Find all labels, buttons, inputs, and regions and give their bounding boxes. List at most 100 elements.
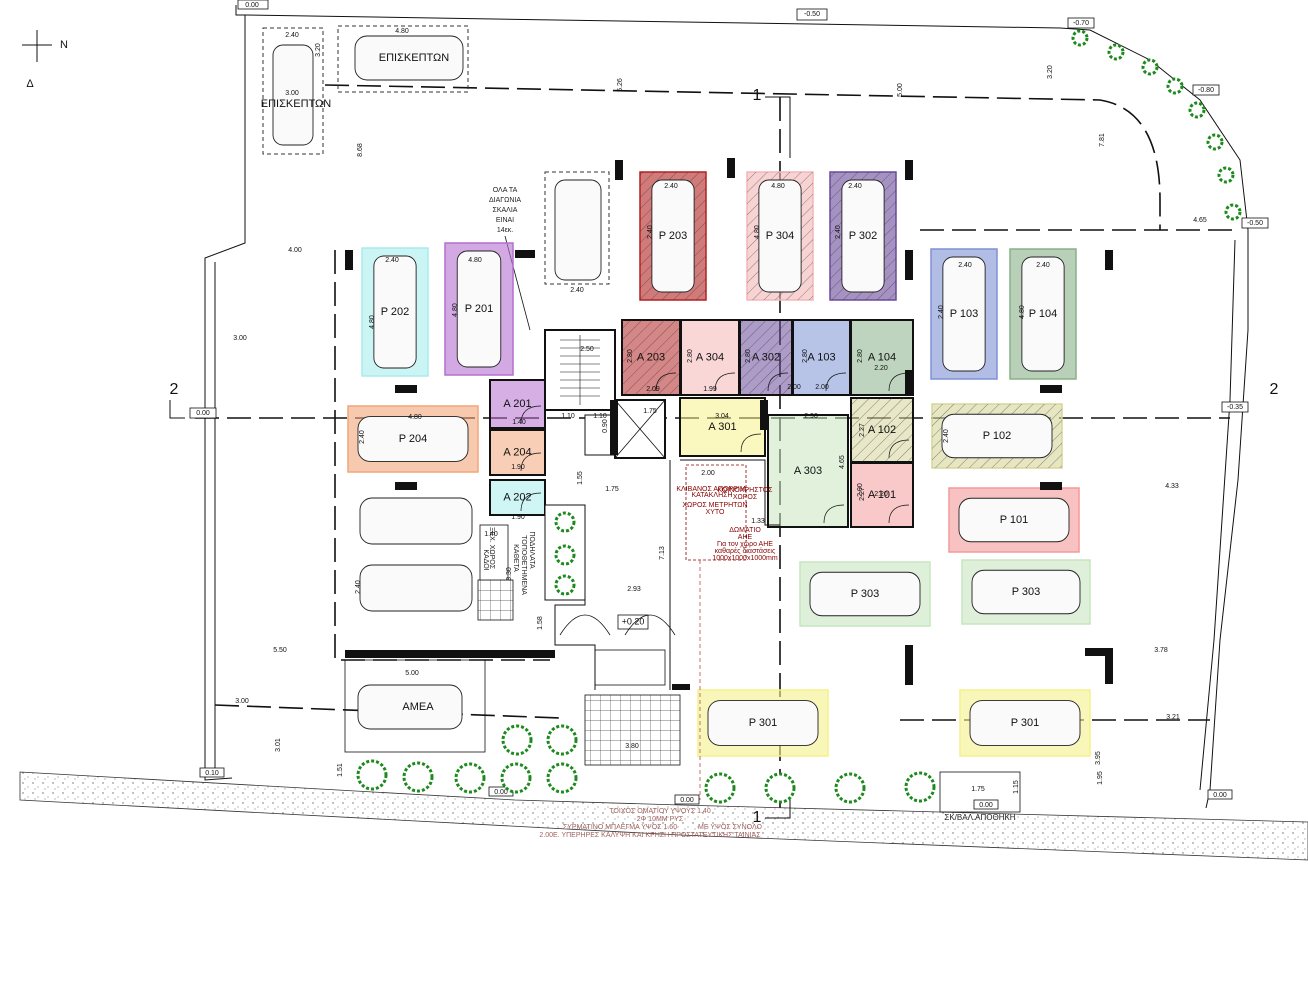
dimension-label: 2.20 <box>874 491 888 498</box>
tree-icon <box>1188 101 1206 119</box>
dimension-label: 2.80 <box>857 349 864 363</box>
dimension-label: 2.40 <box>664 183 678 190</box>
dimension-label: 2.93 <box>627 586 641 593</box>
car-icon <box>809 571 921 617</box>
service-rooms: ΚΛΙΒΑΝΟΣ ΑΠΟΡΡΙΜ. ΚΑΤΑΚΛΗΣΗ ΚΟΙΝΟΧΡΗΣΤΟΣ… <box>676 459 780 800</box>
dimension-label: 1.55 <box>577 471 584 485</box>
dimension-label: 3.00 <box>233 335 247 342</box>
tree-icon <box>764 772 796 804</box>
car-icon <box>969 700 1081 746</box>
parking-space: P 303 <box>961 559 1091 625</box>
dimension-label: 3.30 <box>506 567 513 581</box>
car-icon <box>971 569 1081 615</box>
dimension-label: 2.40 <box>835 225 842 239</box>
dimension-label: 2.40 <box>943 429 950 443</box>
svg-text:ΕΙΝΑΙ: ΕΙΝΑΙ <box>496 217 514 224</box>
svg-text:-0.50: -0.50 <box>1247 220 1263 227</box>
svg-text:ΜΕ ΥΨΟΣ ΣΥΝΟΛΟ: ΜΕ ΥΨΟΣ ΣΥΝΟΛΟ <box>698 824 762 831</box>
svg-text:ΚΟΙΝΟΧΡΗΣΤΟΣ: ΚΟΙΝΟΧΡΗΣΤΟΣ <box>718 487 774 494</box>
parking-label: P 102 <box>983 430 1012 442</box>
parking-label: P 203 <box>659 230 688 242</box>
car-icon <box>958 497 1070 543</box>
svg-text:ΞΕΧ. ΧΩΡΟΣ: ΞΕΧ. ΧΩΡΟΣ <box>488 527 495 570</box>
storage-label: A 204 <box>503 446 531 458</box>
svg-text:0.00: 0.00 <box>680 797 694 804</box>
tree-icon <box>1217 166 1235 184</box>
dimension-label: 1.90 <box>511 464 525 471</box>
svg-text:0.10: 0.10 <box>205 770 219 777</box>
parking-label: P 301 <box>749 717 778 729</box>
svg-text:ΧΩΡΟΣ ΜΕΤΡΗΤΩΝ: ΧΩΡΟΣ ΜΕΤΡΗΤΩΝ <box>682 502 747 509</box>
dimension-label: 4.80 <box>771 183 785 190</box>
car-icon <box>272 44 314 146</box>
car-icon <box>357 416 469 462</box>
dimension-label: 4.00 <box>288 247 302 254</box>
dimension-label: 2.27 <box>859 423 866 437</box>
dimension-label: 1.99 <box>703 386 717 393</box>
svg-text:2.00Ε. ΥΠΕΡΗΡΕΣ ΚΑΛΥΨΗ ΚΑΙ ΚΡΗ: 2.00Ε. ΥΠΕΡΗΡΕΣ ΚΑΛΥΨΗ ΚΑΙ ΚΡΗΣΗ ΠΡΟΣΤΑΤ… <box>539 832 761 839</box>
storage-label: A 301 <box>708 421 736 433</box>
disabled-parking: ΑΜΕΑ <box>344 659 486 753</box>
dimension-label: 5.00 <box>897 83 904 97</box>
bush-icon <box>554 544 576 566</box>
car-icon <box>359 497 473 545</box>
level-tag: -0.35 <box>1221 401 1249 413</box>
car-icon <box>373 255 417 369</box>
level-tag: 0.00 <box>1207 789 1233 800</box>
gas-storage: ΣΚ/ΒΑΛ.ΑΠΟΘΗΚΗ <box>939 771 1021 822</box>
visitor-label: ΕΠΙΣΚΕΠΤΩΝ <box>379 52 449 64</box>
svg-text:-0.35: -0.35 <box>1227 404 1243 411</box>
level-tag: 0.00 <box>973 799 999 810</box>
parking-label: P 202 <box>381 306 410 318</box>
parking-space: P 103 <box>930 248 998 380</box>
dimension-label: 4.65 <box>1193 217 1207 224</box>
dimension-label: 2.40 <box>938 305 945 319</box>
dimension-label: 3.20 <box>315 43 322 57</box>
level-markers: 0.00 -0.50 -0.70 -0.80 -0.50 0.00 -0.35 <box>189 0 1269 810</box>
compass-north-label: N <box>60 39 68 51</box>
storage-room: A 201 <box>489 379 546 429</box>
storage-room: A 101 <box>850 462 914 528</box>
tree-icon <box>904 771 936 803</box>
parking-space <box>359 497 473 612</box>
dimension-label: 1.51 <box>337 763 344 777</box>
svg-text:-0.70: -0.70 <box>1073 20 1089 27</box>
svg-text:-0.80: -0.80 <box>1198 87 1214 94</box>
dimension-label: 2.40 <box>958 262 972 269</box>
car-icon <box>651 179 695 293</box>
svg-text:ΟΛΑ ΤΑ: ΟΛΑ ΤΑ <box>493 187 518 194</box>
dimension-label: 4.80 <box>408 414 422 421</box>
dimension-label: 2.40 <box>359 430 366 444</box>
storage-room: A 103 <box>792 319 851 396</box>
svg-text:0.00: 0.00 <box>979 802 993 809</box>
svg-text:0.00: 0.00 <box>1213 792 1227 799</box>
dimension-label: 2.40 <box>285 32 299 39</box>
parking-label: P 303 <box>851 588 880 600</box>
parking-space: P 203 <box>639 171 707 301</box>
dimension-label: 5.50 <box>273 647 287 654</box>
dimension-label: 3.00 <box>285 90 299 97</box>
tree-icon <box>1224 203 1242 221</box>
storage-label: A 101 <box>868 489 896 501</box>
svg-text:ΧΩΡΟΣ: ΧΩΡΟΣ <box>733 494 758 501</box>
car-icon <box>942 256 986 372</box>
svg-text:ΚΑΘΕΤΑ: ΚΑΘΕΤΑ <box>512 544 519 572</box>
car-icon <box>841 179 885 293</box>
storage-label: A 103 <box>807 351 835 363</box>
parking-space <box>544 171 610 285</box>
dimension-label: 2.00 <box>815 384 829 391</box>
car-icon <box>758 179 802 293</box>
dimension-label: 3.20 <box>1047 65 1054 79</box>
storage-label: A 304 <box>696 351 724 363</box>
dimension-label: 3.78 <box>1154 647 1168 654</box>
storage-room: A 102 <box>850 397 914 463</box>
parking-space: P 202 <box>361 247 429 377</box>
dimension-label: 2.00 <box>857 483 864 497</box>
entrance-lobby: +0.20 <box>554 460 681 766</box>
parking-space: P 104 <box>1009 248 1077 380</box>
dimension-label: 2.20 <box>874 365 888 372</box>
dimension-label: 2.40 <box>1036 262 1050 269</box>
dimension-label: 2.27 <box>859 487 866 501</box>
svg-text:ΚΛΙΒΑΝΟΣ ΑΠΟΡΡΙΜ.: ΚΛΙΒΑΝΟΣ ΑΠΟΡΡΙΜ. <box>676 486 747 493</box>
